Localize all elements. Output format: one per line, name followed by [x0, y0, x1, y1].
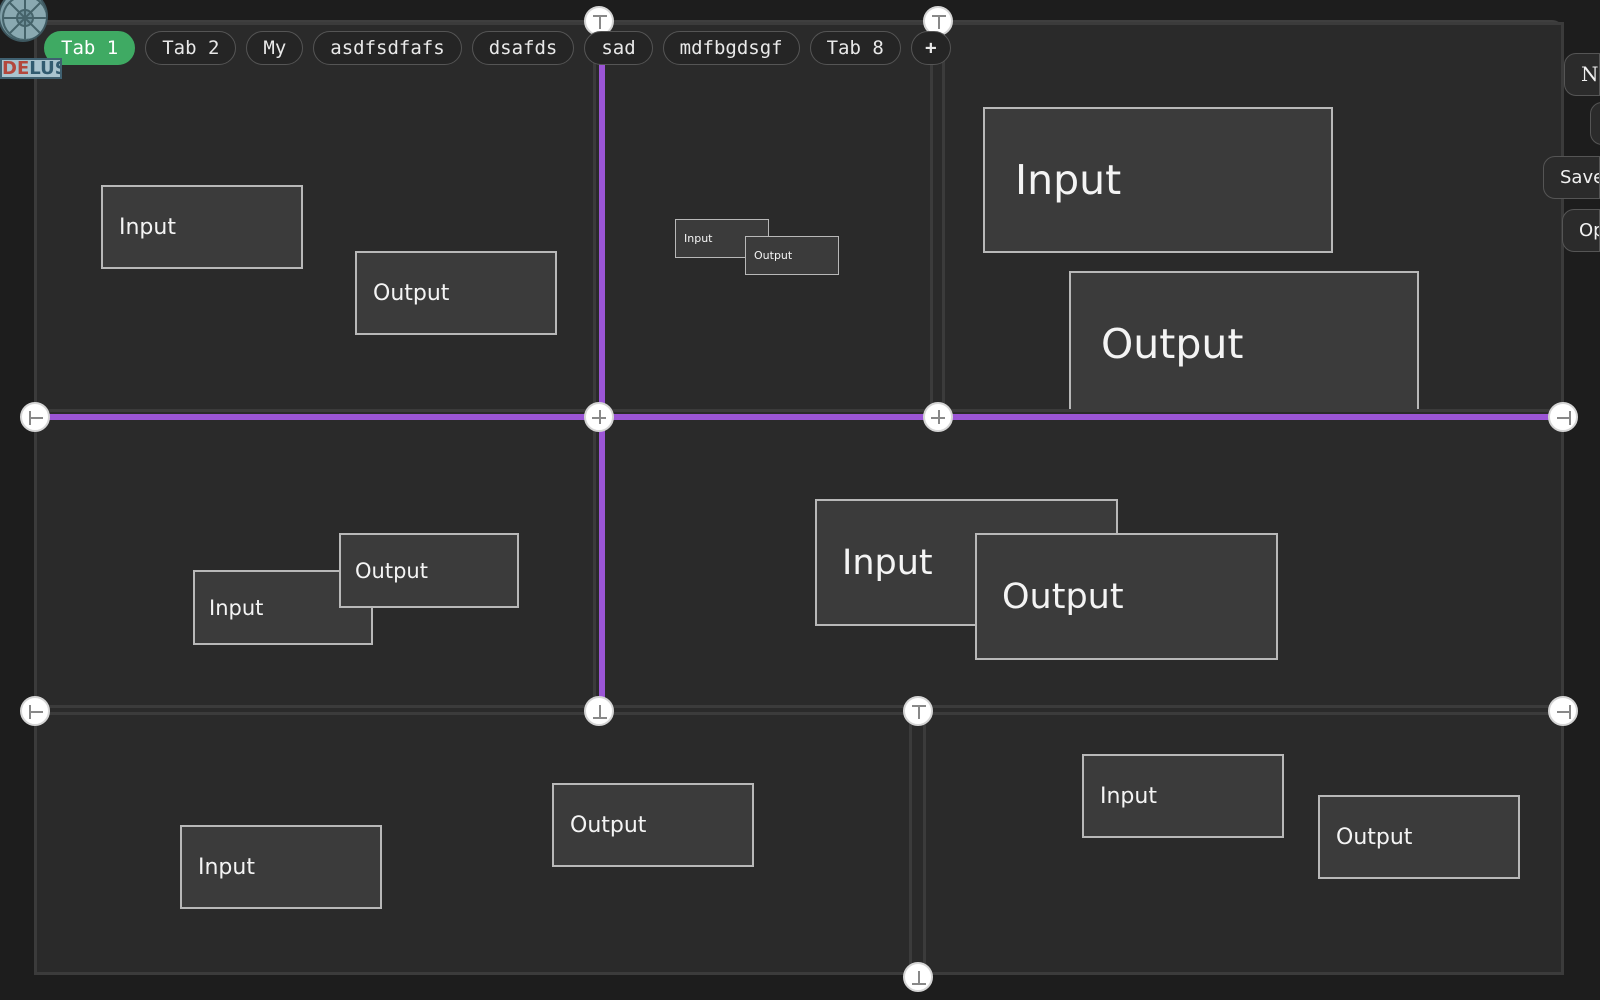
output-node[interactable]: Output: [552, 783, 754, 867]
editor-pane-2[interactable]: Input Output: [599, 22, 933, 412]
tab-sad[interactable]: sad: [584, 31, 653, 65]
editor-pane-7[interactable]: Input Output: [923, 712, 1564, 975]
tab-mdfbgdsgf[interactable]: mdfbgdsgf: [662, 31, 800, 65]
side-button[interactable]: [1590, 102, 1600, 145]
app-logo-text: DELUS: [0, 58, 62, 79]
tab-8[interactable]: Tab 8: [809, 31, 901, 65]
output-node[interactable]: Output: [745, 236, 839, 275]
editor-pane-3[interactable]: Input Output: [942, 22, 1564, 412]
split-handle-icon[interactable]: [20, 696, 50, 726]
tab-bar: Tab 1 Tab 2 My asdfsdfafs dsafds sad mdf…: [44, 31, 951, 65]
editor-pane-4[interactable]: Input Output: [34, 416, 596, 708]
tab-2[interactable]: Tab 2: [145, 31, 237, 65]
split-handle-icon[interactable]: [584, 402, 614, 432]
vertical-split-line[interactable]: [599, 22, 605, 707]
open-button[interactable]: Op: [1562, 209, 1600, 252]
save-button[interactable]: Save: [1543, 156, 1600, 199]
split-handle-icon[interactable]: [20, 402, 50, 432]
output-node[interactable]: Output: [355, 251, 557, 335]
logo-main-text: LUS: [29, 58, 60, 79]
tab-my[interactable]: My: [246, 31, 304, 65]
split-handle-icon[interactable]: [1548, 696, 1578, 726]
logo-accent-text: DE: [2, 58, 30, 79]
split-handle-icon[interactable]: [923, 402, 953, 432]
horizontal-split-line[interactable]: [34, 414, 1564, 420]
editor-pane-1[interactable]: Input Output: [34, 22, 596, 412]
new-button[interactable]: N: [1564, 53, 1600, 96]
output-node[interactable]: Output: [975, 533, 1278, 660]
editor-pane-6[interactable]: Input Output: [34, 712, 912, 975]
logo-gear-icon: [2, 0, 46, 40]
add-tab-plus-icon[interactable]: +: [910, 31, 951, 65]
output-node[interactable]: Output: [1318, 795, 1520, 879]
input-node[interactable]: Input: [1082, 754, 1284, 838]
split-handle-icon[interactable]: [903, 962, 933, 992]
tab-asdfsdfafs[interactable]: asdfsdfafs: [313, 31, 462, 65]
output-node[interactable]: Output: [1069, 271, 1419, 409]
split-handle-icon[interactable]: [903, 696, 933, 726]
input-node[interactable]: Input: [983, 107, 1333, 253]
split-handle-icon[interactable]: [584, 696, 614, 726]
split-handle-icon[interactable]: [1548, 402, 1578, 432]
app-logo-wheel: [0, 0, 48, 42]
input-node[interactable]: Input: [101, 185, 303, 269]
tab-dsafds[interactable]: dsafds: [471, 31, 575, 65]
tab-1[interactable]: Tab 1: [44, 31, 136, 65]
output-node[interactable]: Output: [339, 533, 519, 608]
input-node[interactable]: Input: [180, 825, 382, 909]
editor-pane-5[interactable]: Input Output: [599, 416, 1564, 708]
